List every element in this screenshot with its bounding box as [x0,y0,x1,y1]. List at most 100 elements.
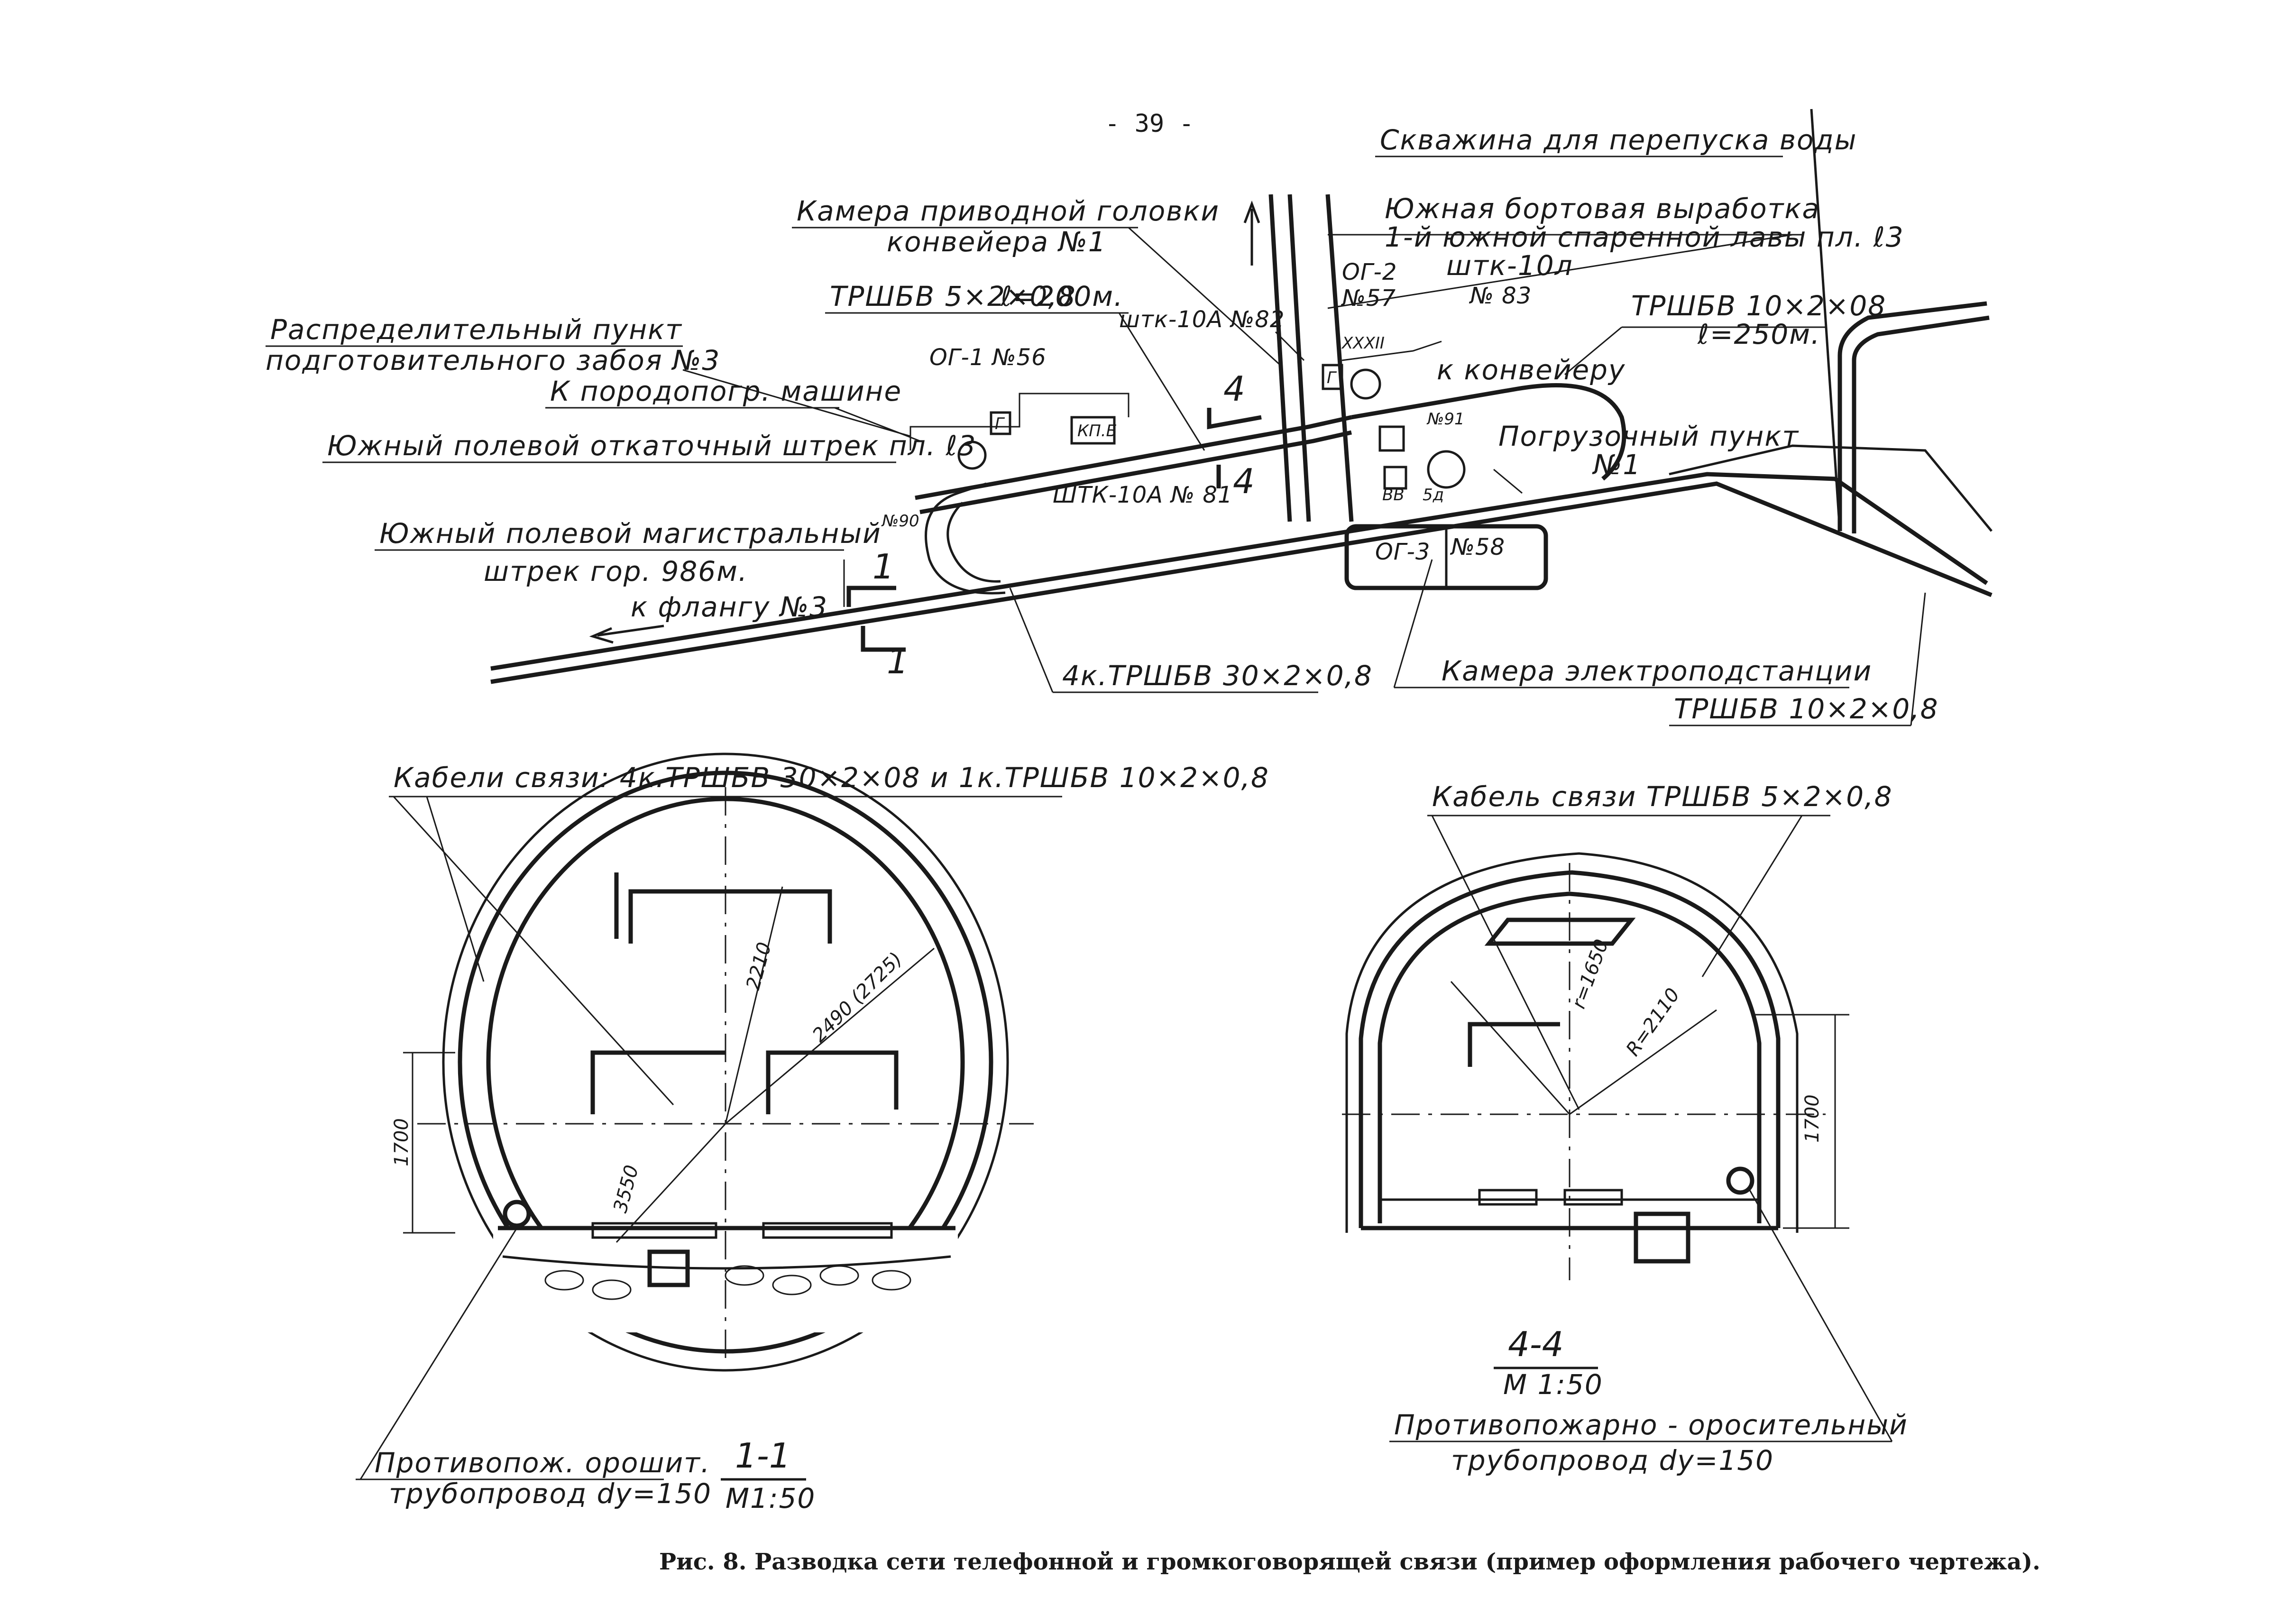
section-1-dim-2490: 2490 (2725) [808,948,907,1047]
section-1-dim-1700: 1700 [391,1118,413,1166]
section-4-outer-rock [1345,852,1799,1233]
leader-bort [1327,234,1793,309]
loading-box [1383,466,1407,490]
og1-box [990,411,1011,435]
section-4-4: r=1650 R=2110 1700 Кабель связи ТРШБВ 5×… [1342,780,1908,1477]
cut-mark-4a [1207,408,1262,430]
haulage-drift-lower [919,430,1352,514]
section-4-hanger-mid [1468,1022,1560,1067]
section-1-pipe [503,1200,531,1228]
leader-trshbv5 [1118,312,1205,451]
section-1-radius-3550 [615,1123,726,1243]
n91-box [1378,425,1405,452]
label-raspred-2: подготовительного забоя №3 [266,344,720,376]
section-4-dim-r1650: r=1650 [1568,936,1613,1011]
label-kamera-elektro: Камера электроподстанции [1442,655,1872,687]
label-skvazhina: Скважина для перепуска воды [1380,124,1857,156]
cable-route-a [909,393,1130,450]
section-1-drain-box [647,1249,690,1287]
leader-raspred [682,369,911,437]
section-1-sleeper-right [762,1222,893,1239]
section-1-1: 2210 2490 (2725) 3550 1700 Кабели связи:… [356,752,1269,1514]
label-raspred-1: Распределительный пункт [270,313,682,346]
section-4-sleeper-right [1563,1189,1623,1206]
section-1-dim-3550: 3550 [609,1163,643,1215]
label-yuzhnaya-bort-1: Южная бортовая выработка [1385,193,1820,225]
loop-left [925,482,1006,595]
loudspeaker-symbol [957,440,987,470]
figure-caption: Рис. 8. Разводка сети телефонной и громк… [659,1549,2040,1575]
label-n91: №91 [1426,410,1465,429]
vertical-drift-right [1287,194,1311,522]
section-1-hanger-mid-right [766,1050,899,1114]
leader-trshbv30 [1009,587,1054,693]
loading-point-symbol [1427,450,1466,489]
loop-left-inner [946,502,1001,583]
section-1-pipe-label-2: трубопровод dу=150 [389,1477,712,1510]
label-yuzh-otkat: Южный полевой откаточный штрек пл. ℓ3 [327,430,976,462]
section-4-dim-1700: 1700 [1801,1094,1823,1143]
section-1-outer-rock [442,752,1009,1372]
leader-trshbv10b [1910,592,1926,726]
leader-elektro [1393,559,1433,688]
section-4-title: 4-4 [1508,1324,1564,1364]
section-4-pipe-label-1: Противопожарно - оросительный [1394,1409,1908,1441]
flow-arrow-2-head [589,627,614,644]
label-l200: ℓ=200м. [1000,280,1123,312]
label-shtk10a81: ШТК-10А № 81 [1053,482,1232,508]
equip-vv: ВВ [1382,486,1405,505]
section-1-sleeper-left [591,1222,717,1239]
label-yuzhnaya-bort-2: 1-й южной спаренной лавы пл. ℓ3 [1385,221,1904,253]
cut-label-1-top: 1 [872,547,894,587]
label-kpb: КП.Б [1077,422,1117,440]
leader-porodo [834,407,920,442]
loop-right [1351,383,1626,481]
cut-label-1-bottom: 1 [887,642,909,681]
main-drift-outline-lower [490,481,1993,684]
section-1-cable-label: Кабели связи: 4к.ТРШБВ 30×2×08 и 1к.ТРШБ… [394,762,1269,794]
label-k-flangu: к флангу №3 [631,591,828,623]
leader-shtk82 [1275,331,1305,361]
section-1-scale: М1:50 [726,1482,816,1514]
label-yuzh-magist-1: Южный полевой магистральный [379,517,882,550]
pump-symbol [1350,368,1381,400]
flow-arrow-2 [597,624,664,637]
main-drift-outline [490,472,1988,671]
section-1-dim-2210: 2210 [742,940,776,992]
section-4-hanger-top [1484,918,1636,946]
section-1-cable-leader [393,796,674,1106]
label-pogruz-1: Погрузочный пункт [1498,420,1799,452]
section-1-pipe-label-1: Противопож. орошит. [375,1447,710,1479]
label-trshbv10a: ТРШБВ 10×2×08 [1631,290,1886,322]
section-4-lining-outer [1359,870,1781,1228]
section-1-radius-2490 [725,947,935,1125]
far-right-shaft [1837,301,1987,531]
section-4-cable-leader [1431,815,1580,1110]
label-n90: №90 [881,512,919,531]
section-4-pipe-leader [1749,1190,1893,1442]
label-n83: № 83 [1469,283,1532,309]
section-4-scale: М 1:50 [1503,1368,1603,1401]
far-right-shaft-inner [1852,315,1990,533]
label-n57: №57 [1341,285,1396,312]
haulage-drift [915,415,1352,500]
label-trshbv10b: ТРШБВ 10×2×0,8 [1674,693,1939,725]
section-1-cable-leader-b [426,796,485,982]
section-4-pipe [1726,1166,1754,1195]
label-shtk10l: штк-10л [1446,249,1573,282]
section-1-hanger-mid-left [590,1050,726,1114]
equip-g-1: Г [995,414,1005,433]
og2-box [1322,364,1343,390]
label-og2: ОГ-2 [1342,259,1397,285]
leader-camera [1128,227,1281,366]
section-1-hanger-top [628,889,832,944]
page-number: - 39 - [1105,110,1194,138]
section-1-radius-2210 [725,886,783,1124]
cut-mark-1b [861,626,906,652]
label-k-konveyeru: к конвейеру [1437,354,1626,386]
label-og3: ОГ-3 [1375,539,1430,565]
drift-right-branch [1669,444,1993,532]
borehole-line [1810,109,1841,532]
label-yuzh-magist-2: штрек гор. 986м. [484,555,748,587]
cut-label-4-top: 4 [1223,369,1245,409]
